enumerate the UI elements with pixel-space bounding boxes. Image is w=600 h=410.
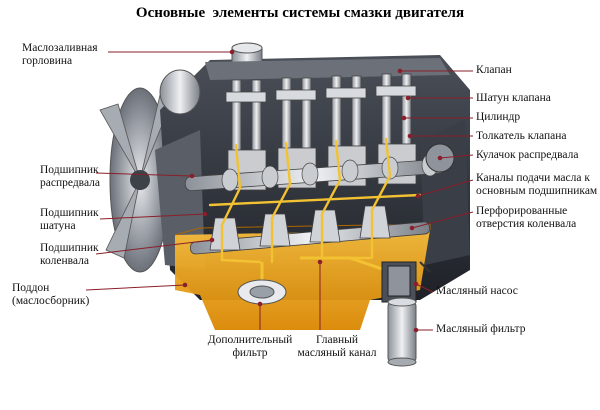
label-cam: Кулачок распредвала: [476, 149, 579, 161]
label-extra-filter: Дополнительный фильтр: [195, 334, 305, 360]
label-perforated-holes-line1: Перфорированные: [476, 205, 568, 217]
label-oil-filler-neck-line2: горловина: [22, 55, 73, 67]
label-rod-bearing-line2: шатуна: [40, 220, 76, 232]
label-cylinder: Цилиндр: [476, 111, 521, 123]
label-main-oil-channel-line1: Главный: [315, 334, 359, 346]
label-oil-pan-line2: (маслосборник): [12, 295, 90, 307]
label-rod-bearing: Подшипник шатуна: [40, 207, 99, 233]
label-perforated-holes-line2: отверстия коленвала: [476, 218, 577, 230]
label-main-oil-channel-line2: масляный канал: [297, 347, 377, 359]
label-oil-pan: Поддон (маслосборник): [12, 282, 89, 308]
label-extra-filter-line2: фильтр: [232, 347, 268, 359]
label-valve-lifter: Толкатель клапана: [476, 130, 567, 142]
label-valve: Клапан: [476, 64, 512, 76]
label-oil-filler-neck-line1: Маслозаливная: [22, 42, 98, 54]
diagram-title: Основные элементы системы смазки двигате…: [135, 5, 465, 21]
label-oil-filter: Масляный фильтр: [436, 323, 526, 335]
label-camshaft-bearing-line1: Подшипник: [40, 164, 99, 176]
leader-lines: [85, 49, 474, 333]
label-main-oil-channel: Главный масляный канал: [282, 334, 392, 360]
oil-filler-neck: [231, 42, 263, 63]
label-rod-bearing-line1: Подшипник: [40, 207, 99, 219]
label-camshaft-bearing: Подшипник распредвала: [40, 164, 100, 190]
label-oil-pump: Масляный насос: [436, 285, 518, 297]
fan: [99, 87, 171, 273]
label-crank-bearing-line1: Подшипник: [40, 242, 99, 254]
oil-filter: [387, 297, 417, 367]
label-crank-bearing: Подшипник коленвала: [40, 242, 99, 268]
oil-pump: [381, 261, 431, 303]
label-extra-filter-line1: Дополнительный: [207, 334, 293, 346]
label-main-bearing-channels: Каналы подачи масла к основным подшипник…: [476, 172, 597, 198]
label-perforated-holes: Перфорированные отверстия коленвала: [476, 205, 576, 231]
camshaft: [184, 143, 455, 192]
label-main-bearing-channels-line2: основным подшипникам: [476, 185, 598, 197]
crankshaft: [189, 205, 431, 255]
label-crank-bearing-line2: коленвала: [40, 255, 89, 267]
label-oil-pan-line1: Поддон: [12, 282, 50, 294]
extra-filter: [237, 279, 287, 305]
label-oil-filler-neck: Маслозаливная горловина: [22, 42, 98, 68]
label-valve-rod: Шатун клапана: [476, 92, 551, 104]
label-main-bearing-channels-line1: Каналы подачи масла к: [476, 172, 590, 184]
label-camshaft-bearing-line2: распредвала: [40, 177, 100, 189]
